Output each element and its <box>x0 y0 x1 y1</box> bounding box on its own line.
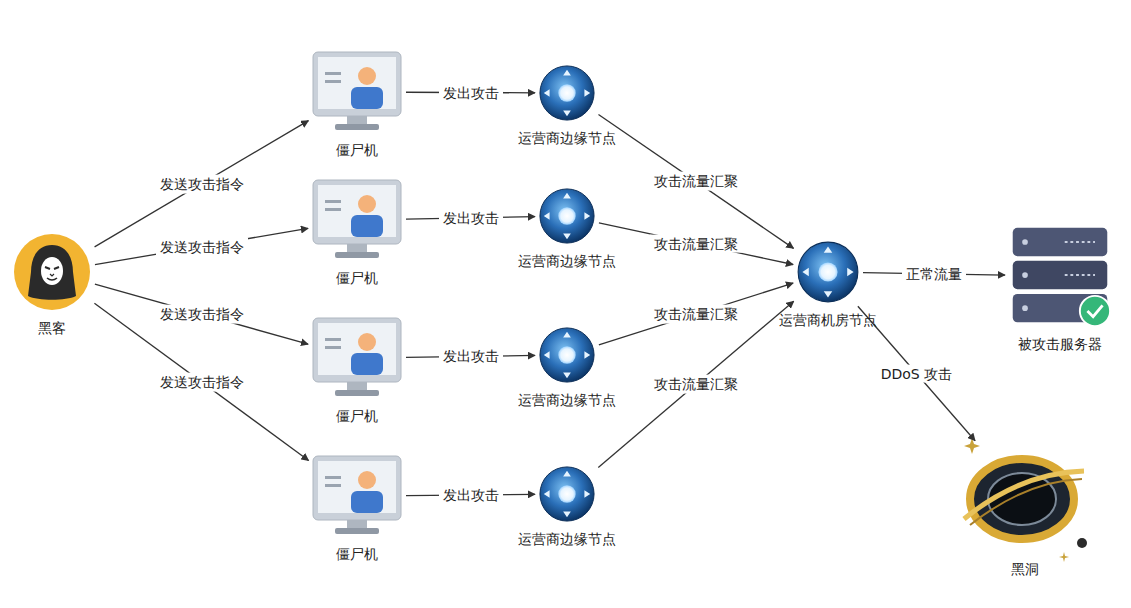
node-label: 被攻击服务器 <box>1018 336 1102 353</box>
node-label: 僵尸机 <box>336 142 378 159</box>
hacker-icon: 黑客 <box>12 232 92 312</box>
datacenter-node-shape <box>798 242 858 302</box>
edge-label: 发出攻击 <box>439 208 503 227</box>
edge-node-graphic <box>538 465 596 523</box>
flow-arrow <box>599 283 793 345</box>
node-label: 运营商机房节点 <box>779 312 877 329</box>
black-hole-shape <box>964 459 1087 548</box>
node-label: 僵尸机 <box>336 270 378 287</box>
edge-node: 运营商边缘节点 <box>538 326 596 384</box>
black-hole-graphic <box>960 443 1090 553</box>
node-label: 运营商边缘节点 <box>518 253 616 270</box>
flow-arrow <box>94 303 308 460</box>
edge-label: 攻击流量汇聚 <box>650 234 742 253</box>
edge-label: 攻击流量汇聚 <box>650 305 742 324</box>
zombie-computer-shape <box>313 180 401 258</box>
flow-arrow <box>95 121 309 247</box>
zombie-computer: 僵尸机 <box>311 50 403 134</box>
target-server-graphic <box>1008 224 1112 328</box>
edge-label: 发出攻击 <box>439 83 503 102</box>
datacenter-node-graphic <box>796 240 860 304</box>
hacker-icon-shape <box>14 234 90 310</box>
edge-node-shape <box>540 328 594 382</box>
edge-label: 发出攻击 <box>439 347 503 366</box>
edge-label: 发送攻击指令 <box>156 372 248 391</box>
edge-node-graphic <box>538 187 596 245</box>
zombie-computer: 僵尸机 <box>311 454 403 538</box>
zombie-computer-graphic <box>311 316 403 400</box>
node-label: 僵尸机 <box>336 546 378 563</box>
node-label: 运营商边缘节点 <box>518 531 616 548</box>
black-hole: 黑洞 <box>960 443 1090 553</box>
flow-arrow <box>95 284 308 344</box>
edge-node-shape <box>540 467 594 521</box>
zombie-computer-shape <box>313 456 401 534</box>
edge-node: 运营商边缘节点 <box>538 187 596 245</box>
target-server-shape <box>1013 228 1110 326</box>
zombie-computer-graphic <box>311 178 403 262</box>
edge-label: 发送攻击指令 <box>156 305 248 324</box>
edge-label: DDoS 攻击 <box>877 364 956 383</box>
edge-node-shape <box>540 189 594 243</box>
zombie-computer-shape <box>313 318 401 396</box>
node-label: 黑客 <box>38 320 66 337</box>
edge-label: 正常流量 <box>902 264 966 283</box>
flow-arrow <box>598 115 793 249</box>
edge-node-graphic <box>538 326 596 384</box>
zombie-computer-graphic <box>311 50 403 134</box>
edge-node-shape <box>540 66 594 120</box>
sparkle <box>1059 552 1069 562</box>
sparkle <box>964 438 980 454</box>
edge-node-graphic <box>538 64 596 122</box>
zombie-computer: 僵尸机 <box>311 178 403 262</box>
node-label: 运营商边缘节点 <box>518 392 616 409</box>
edge-label: 发送攻击指令 <box>156 237 248 256</box>
flow-arrow <box>598 301 793 467</box>
node-label: 僵尸机 <box>336 408 378 425</box>
zombie-computer-graphic <box>311 454 403 538</box>
zombie-computer: 僵尸机 <box>311 316 403 400</box>
edge-node: 运营商边缘节点 <box>538 465 596 523</box>
target-server: 被攻击服务器 <box>1008 224 1112 328</box>
edge-label: 攻击流量汇聚 <box>650 172 742 191</box>
edge-node: 运营商边缘节点 <box>538 64 596 122</box>
edge-label: 发送攻击指令 <box>156 174 248 193</box>
edge-label: 发出攻击 <box>439 486 503 505</box>
node-label: 黑洞 <box>1011 561 1039 578</box>
edge-label: 攻击流量汇聚 <box>650 375 742 394</box>
flow-arrow <box>599 223 793 265</box>
flow-arrow <box>95 228 308 264</box>
zombie-computer-shape <box>313 52 401 130</box>
datacenter-node: 运营商机房节点 <box>796 240 860 304</box>
node-label: 运营商边缘节点 <box>518 130 616 147</box>
hacker-icon-graphic <box>12 232 92 312</box>
